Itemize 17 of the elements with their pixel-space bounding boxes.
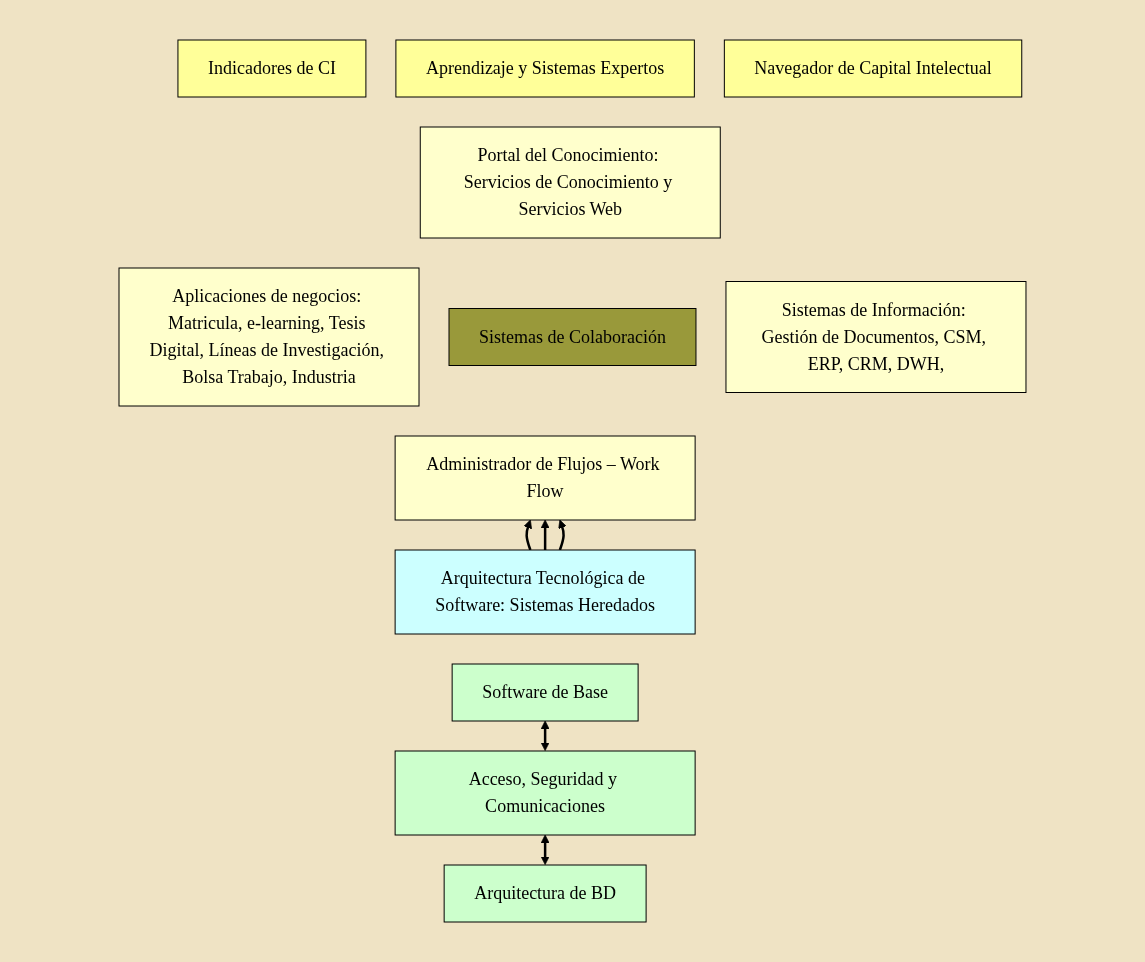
node-box: Arquitectura de BD [443,864,647,923]
node-box: Aplicaciones de negocios: Matricula, e-learning, Tesis Digital, Líneas de Investigación, Bolsa Trabajo, Industria [118,267,420,407]
arrow [523,519,532,551]
node-box: Portal del Conocimiento: Servicios de Conocimiento y Servicios Web [419,126,721,239]
node-box: Aprendizaje y Sistemas Expertos [395,39,695,98]
node-box: Administrador de Flujos – Work Flow [394,435,696,521]
node-box: Sistemas de Información: Gestión de Documentos, CSM, ERP, CRM, DWH, [725,281,1027,393]
node-box: Indicadores de CI [177,39,367,98]
node-box: Navegador de Capital Intelectual [723,39,1023,98]
arrow [540,834,550,865]
arrow [540,519,550,550]
arrow [558,519,567,551]
node-box: Arquitectura Tecnológica de Software: Sistemas Heredados [394,549,696,635]
node-box: Software de Base [451,663,639,722]
node-box: Acceso, Seguridad y Comunicaciones [394,750,696,836]
arrow [540,720,550,751]
node-box: Sistemas de Colaboración [448,308,697,366]
